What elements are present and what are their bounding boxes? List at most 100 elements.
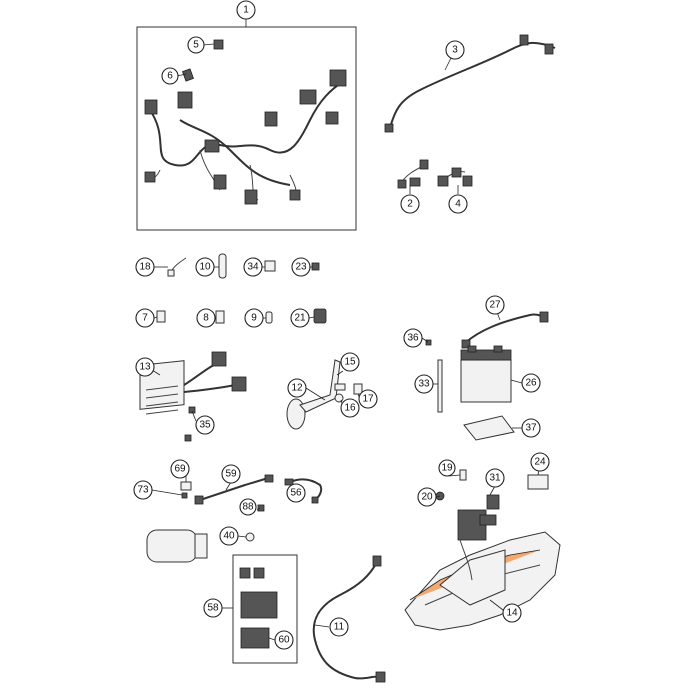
callout-14-label: 14 (506, 608, 518, 619)
callout-16-label: 16 (344, 403, 356, 414)
callout-7[interactable]: 7 (135, 308, 155, 328)
relay-58-part (240, 591, 278, 619)
callout-18-label: 18 (139, 262, 151, 273)
screw-35-part (184, 406, 196, 442)
clip-8-part (215, 310, 225, 324)
screw-17-part (353, 383, 363, 395)
main-wiring-harness (144, 69, 347, 205)
callout-8-label: 8 (203, 313, 209, 324)
callout-5[interactable]: 5 (187, 36, 205, 54)
callout-40-label: 40 (223, 531, 235, 542)
callout-33[interactable]: 33 (414, 374, 434, 394)
harness-group-frame (136, 26, 357, 231)
callout-73[interactable]: 73 (133, 480, 153, 500)
callout-33-label: 33 (418, 379, 430, 390)
callout-60[interactable]: 60 (274, 630, 294, 650)
callout-59[interactable]: 59 (221, 464, 241, 484)
callout-27-label: 27 (489, 300, 501, 311)
callout-1[interactable]: 1 (236, 0, 256, 20)
callout-69[interactable]: 69 (170, 459, 190, 479)
callout-3[interactable]: 3 (445, 40, 465, 60)
callout-20-label: 20 (421, 492, 433, 503)
callout-6[interactable]: 6 (161, 67, 179, 85)
callout-19[interactable]: 19 (438, 459, 456, 477)
callout-37-label: 37 (525, 423, 537, 434)
part-4-drawing (437, 167, 473, 187)
regulator-13-part (139, 351, 247, 415)
callout-6-label: 6 (167, 71, 173, 82)
callout-7-label: 7 (142, 313, 148, 324)
callout-36-label: 36 (407, 333, 419, 344)
callout-15-label: 15 (344, 357, 356, 368)
callout-16[interactable]: 16 (340, 398, 360, 418)
callout-10-label: 10 (199, 262, 211, 273)
callout-15[interactable]: 15 (340, 352, 360, 372)
callout-21[interactable]: 21 (290, 308, 310, 328)
cap-88-part (257, 504, 265, 512)
callout-12[interactable]: 12 (287, 378, 307, 398)
callout-59-label: 59 (225, 469, 237, 480)
connector-6-part (182, 68, 194, 82)
callout-11[interactable]: 11 (329, 617, 349, 637)
callout-37[interactable]: 37 (521, 418, 541, 438)
callout-17[interactable]: 17 (358, 389, 378, 409)
cable-3-part (384, 34, 556, 133)
callout-2[interactable]: 2 (400, 194, 420, 214)
nut-16-part (334, 393, 344, 403)
callout-58-label: 58 (207, 603, 219, 614)
cable-59-part (194, 474, 274, 505)
callout-24-label: 24 (534, 457, 546, 468)
callout-9[interactable]: 9 (244, 308, 264, 328)
callout-35[interactable]: 35 (195, 415, 215, 435)
callout-34[interactable]: 34 (243, 257, 263, 277)
callout-2-label: 2 (407, 199, 413, 210)
callout-13[interactable]: 13 (135, 357, 155, 377)
bolt-73-part (181, 492, 188, 499)
callout-56[interactable]: 56 (286, 483, 306, 503)
cable-11-part (312, 555, 386, 683)
callout-58[interactable]: 58 (203, 598, 223, 618)
callout-27[interactable]: 27 (485, 295, 505, 315)
callout-40[interactable]: 40 (219, 526, 239, 546)
callout-10[interactable]: 10 (195, 257, 215, 277)
nut-40-part (245, 532, 255, 542)
fuse-box-24-part (527, 474, 549, 490)
callout-36[interactable]: 36 (403, 328, 423, 348)
callout-88[interactable]: 88 (239, 498, 257, 516)
callout-56-label: 56 (290, 488, 302, 499)
callout-11-label: 11 (334, 622, 345, 633)
callout-1-label: 1 (243, 5, 249, 16)
battery-holder-14-part (404, 494, 561, 631)
callout-31[interactable]: 31 (485, 468, 505, 488)
strap-33-part (437, 359, 443, 413)
cable-tie-18-part (167, 257, 187, 277)
callout-20[interactable]: 20 (417, 487, 437, 507)
relay-part-top (239, 567, 265, 579)
part-2-drawing (397, 159, 429, 189)
cap-69-part (180, 481, 192, 491)
callout-21-label: 21 (294, 313, 306, 324)
connector-5-part (213, 39, 224, 50)
callout-26[interactable]: 26 (521, 373, 541, 393)
callout-5-label: 5 (193, 40, 199, 51)
callout-73-label: 73 (137, 485, 149, 496)
callout-88-label: 88 (242, 502, 254, 513)
cable-56-part (284, 478, 323, 504)
callout-19-label: 19 (441, 463, 453, 474)
callout-13-label: 13 (139, 362, 151, 373)
callout-24[interactable]: 24 (530, 452, 550, 472)
cover-21-part (313, 308, 327, 324)
callout-31-label: 31 (489, 473, 501, 484)
callout-14[interactable]: 14 (502, 603, 522, 623)
callout-69-label: 69 (174, 464, 186, 475)
callout-23[interactable]: 23 (291, 257, 311, 277)
callout-4[interactable]: 4 (448, 194, 468, 214)
callout-12-label: 12 (291, 383, 303, 394)
cable-27-part (461, 311, 549, 349)
callout-3-label: 3 (452, 45, 458, 56)
callout-8[interactable]: 8 (196, 308, 216, 328)
callout-9-label: 9 (251, 313, 257, 324)
battery-26-part (460, 345, 512, 403)
callout-18[interactable]: 18 (135, 257, 155, 277)
